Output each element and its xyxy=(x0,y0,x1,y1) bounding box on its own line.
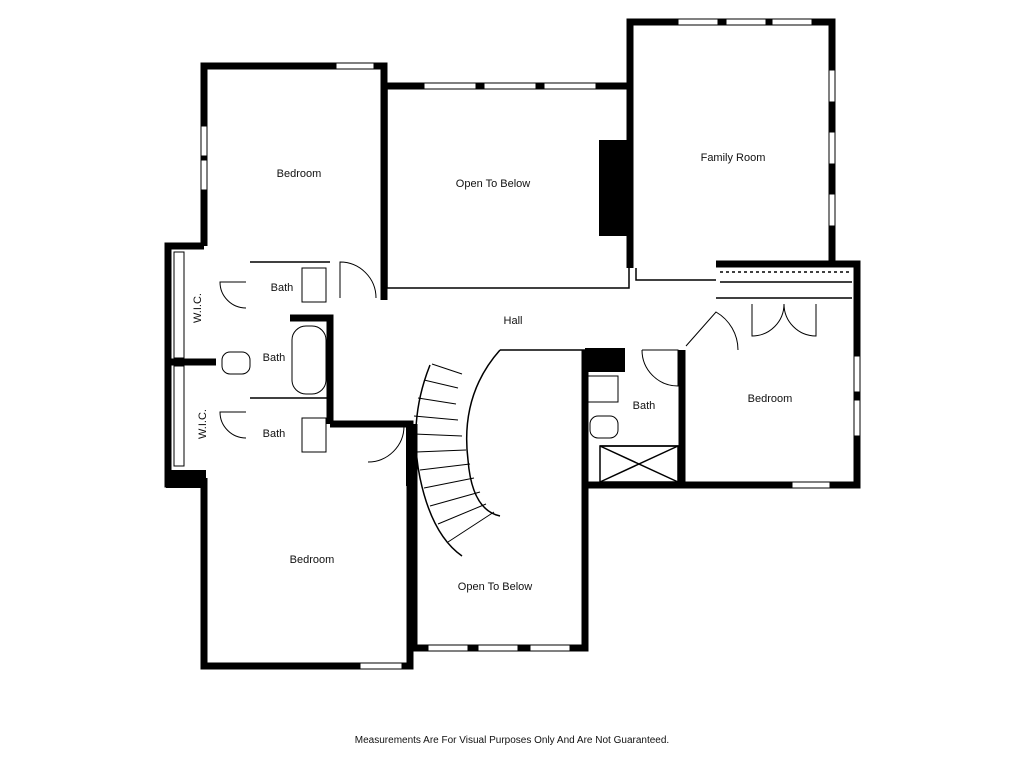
window xyxy=(828,69,836,103)
window xyxy=(335,62,375,70)
tread xyxy=(423,379,459,389)
door-wic-top xyxy=(219,281,247,309)
walls xyxy=(164,18,861,670)
label-bath-east: Bath xyxy=(633,400,656,412)
label-bedroom-east: Bedroom xyxy=(748,393,793,405)
tread xyxy=(413,415,459,421)
label-family-room: Family Room xyxy=(701,152,766,164)
stair-curve-inner xyxy=(415,364,463,557)
tread xyxy=(437,503,487,525)
tread xyxy=(431,363,463,375)
wic-shelf-top xyxy=(173,251,185,359)
window xyxy=(529,644,571,652)
shower-x2 xyxy=(599,445,679,483)
window xyxy=(359,662,403,670)
window xyxy=(483,82,537,90)
door-bath-east xyxy=(641,349,679,387)
label-hall: Hall xyxy=(504,315,523,327)
wall-open-bottom xyxy=(410,424,589,652)
door-bedroom-nw xyxy=(339,261,377,299)
tub xyxy=(291,325,327,395)
tread xyxy=(447,511,495,543)
window xyxy=(828,193,836,227)
tread xyxy=(417,397,457,405)
chimney xyxy=(599,140,629,236)
label-bedroom-nw: Bedroom xyxy=(277,168,322,180)
column-stair xyxy=(406,424,416,486)
windows xyxy=(200,18,861,670)
window xyxy=(725,18,767,26)
wall-east-bath xyxy=(585,350,686,489)
window xyxy=(427,644,469,652)
door-wic-bottom xyxy=(219,411,247,439)
wic-shelf-bottom xyxy=(173,365,185,467)
label-bedroom-sw: Bedroom xyxy=(290,554,335,566)
wall-bedroom-sw xyxy=(200,420,414,670)
column-bath-east xyxy=(585,348,625,372)
door-bedroom-sw xyxy=(367,425,405,463)
window xyxy=(543,82,597,90)
stair-curve-outer xyxy=(465,349,501,517)
fixtures xyxy=(173,251,619,467)
doors xyxy=(219,261,817,463)
wall-bedroom-nw xyxy=(200,62,388,300)
label-open-to-below-bottom: Open To Below xyxy=(458,581,532,593)
label-bath-lower: Bath xyxy=(263,428,286,440)
label-bath-top: Bath xyxy=(271,282,294,294)
window xyxy=(200,159,208,191)
column-wic xyxy=(166,470,206,488)
door-closet-east-2 xyxy=(783,303,817,337)
label-wic-bottom: W.I.C. xyxy=(197,409,209,439)
sink-top xyxy=(301,267,327,303)
window xyxy=(477,644,519,652)
toilet-east xyxy=(589,415,619,439)
toilet-middle xyxy=(221,351,251,375)
sink-east xyxy=(587,375,619,403)
wall-east-bump xyxy=(682,260,861,489)
wall-family-room xyxy=(626,18,836,268)
stair-treads xyxy=(413,363,495,543)
window xyxy=(853,355,861,393)
wall-bath-column xyxy=(290,314,334,424)
window xyxy=(828,131,836,165)
tread xyxy=(429,491,481,507)
tread xyxy=(423,477,475,489)
hall-bump xyxy=(635,268,716,281)
wall-blocks xyxy=(166,140,629,488)
tread xyxy=(413,433,463,437)
shower xyxy=(599,445,679,483)
window xyxy=(423,82,477,90)
label-open-to-below-top: Open To Below xyxy=(456,178,530,190)
label-bath-middle: Bath xyxy=(263,352,286,364)
window xyxy=(853,399,861,437)
sink-lower xyxy=(301,417,327,453)
door-closet-east-1 xyxy=(751,303,785,337)
window xyxy=(200,125,208,157)
door-bedroom-east xyxy=(685,311,739,351)
label-wic-top: W.I.C. xyxy=(192,293,204,323)
disclaimer-text: Measurements Are For Visual Purposes Onl… xyxy=(354,735,670,746)
window xyxy=(791,481,831,489)
window xyxy=(771,18,813,26)
tread xyxy=(419,463,471,471)
tread xyxy=(415,449,467,453)
window xyxy=(677,18,719,26)
